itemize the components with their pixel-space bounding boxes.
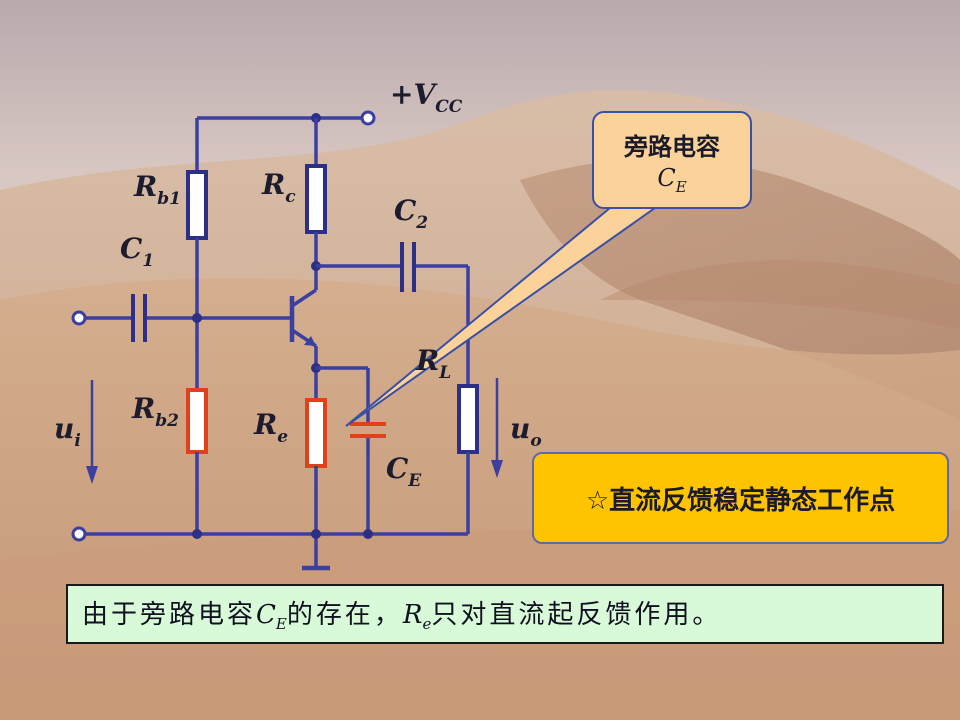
- label-rb1: Rb1: [133, 170, 181, 209]
- label-rc: Rc: [261, 168, 296, 207]
- feature-highlight-box: ☆直流反馈稳定静态工作点: [532, 452, 949, 544]
- callout-pointer: [345, 202, 666, 427]
- caption-part2: 的存在，: [286, 600, 403, 631]
- caption-sym2: R: [402, 600, 423, 631]
- caption-part3: 只对直流起反馈作用。: [431, 600, 722, 631]
- resistor-rl: [457, 384, 479, 454]
- caption-part1: 由于旁路电容: [82, 600, 257, 631]
- callout-symbol: CE: [594, 164, 750, 196]
- caption-sym-re: Re: [402, 600, 431, 633]
- uo-arrow-head: [491, 460, 503, 478]
- ui-arrow-head: [86, 466, 98, 484]
- caption-box: 由于旁路电容CE的存在，Re只对直流起反馈作用。: [66, 584, 944, 644]
- feature-text: ☆直流反馈稳定静态工作点: [585, 485, 896, 516]
- node-bottom-re: [311, 529, 321, 539]
- input-terminal: [71, 310, 87, 326]
- label-uo: uo: [510, 412, 542, 451]
- node-bottom-rb2: [192, 529, 202, 539]
- vcc-terminal: [360, 110, 376, 126]
- caption-sym1: C: [256, 600, 276, 631]
- transistor-collector-lead: [291, 288, 317, 308]
- node-bottom-ce: [363, 529, 373, 539]
- resistor-re: [305, 398, 327, 468]
- label-ui: ui: [54, 412, 81, 451]
- transistor-emitter-arrow: [304, 336, 316, 346]
- label-rl: RL: [415, 344, 451, 383]
- bypass-capacitor-callout: 旁路电容 CE: [592, 111, 752, 209]
- caption-text: 由于旁路电容CE的存在，Re只对直流起反馈作用。: [82, 594, 721, 633]
- label-rb2: Rb2: [131, 392, 179, 431]
- resistor-rb1: [186, 170, 208, 240]
- input-ground-terminal: [71, 526, 87, 542]
- callout-symbol-main: C: [657, 164, 676, 192]
- label-ce: CE: [386, 452, 422, 491]
- node-base: [192, 313, 202, 323]
- resistor-rc: [305, 164, 327, 234]
- label-re: Re: [253, 408, 288, 447]
- label-c1: C1: [120, 232, 154, 271]
- label-vcc: +VCC: [390, 78, 463, 117]
- caption-sym2-sub: e: [422, 615, 432, 634]
- callout-title: 旁路电容: [624, 133, 720, 161]
- callout-symbol-sub: E: [675, 177, 687, 196]
- label-c2: C2: [394, 194, 428, 233]
- caption-sym1-sub: E: [275, 615, 287, 634]
- resistor-rb2: [186, 388, 208, 454]
- caption-sym-ce: CE: [256, 600, 287, 633]
